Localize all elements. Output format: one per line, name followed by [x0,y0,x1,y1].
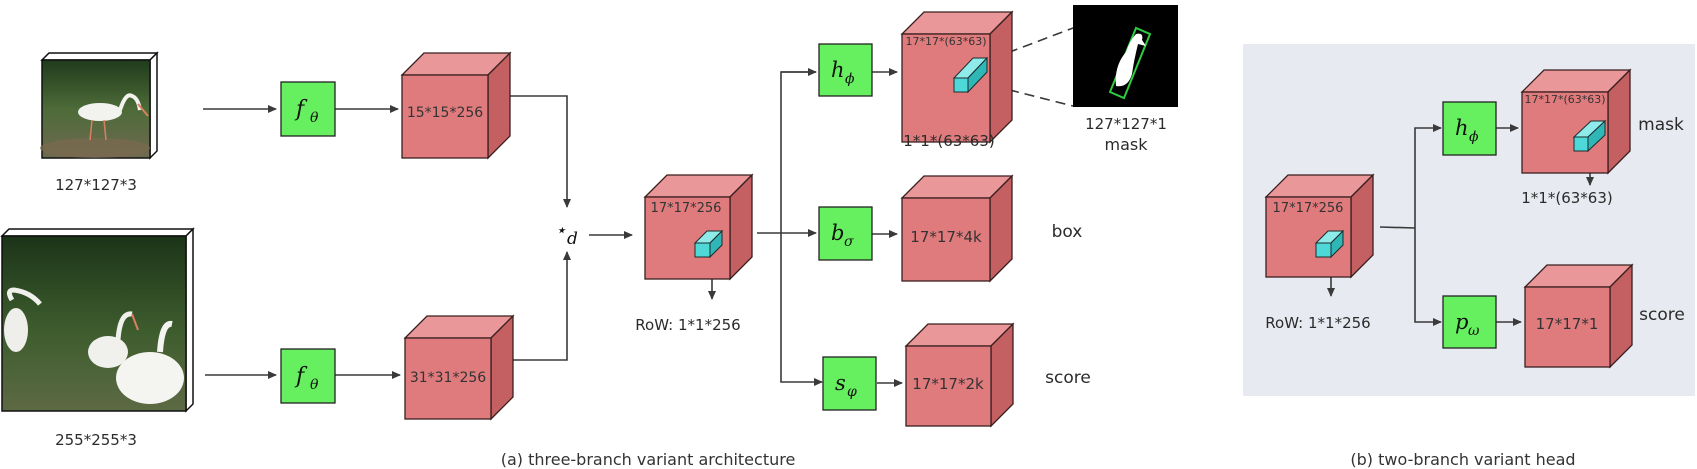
svg-text:⋆: ⋆ [555,220,566,241]
mask-output-label: mask [1105,135,1149,154]
score-label-a: score [1045,368,1091,388]
svg-text:h: h [831,58,845,82]
svg-text:σ: σ [844,234,854,250]
score-cube-a: 17*17*2k [904,322,1015,428]
svg-text:17*17*(63*63): 17*17*(63*63) [905,35,986,48]
row-label-a: RoW: 1*1*256 [635,316,740,334]
mask-output-size: 127*127*1 [1085,115,1167,133]
svg-text:17*17*4k: 17*17*4k [910,228,982,246]
f-theta-bottom-block: f θ [280,348,336,404]
svg-text:p: p [1455,310,1468,334]
box-cube: 17*17*4k [900,174,1014,283]
box-label: box [1052,222,1083,242]
h-phi-block-b: h ϕ [1442,101,1497,156]
exemplar-size-label: 127*127*3 [55,176,137,194]
row-vector-b [1314,229,1345,259]
caption-b: (b) two-branch variant head [1350,450,1575,469]
feature-cube-31x31: 31*31*256 [403,314,515,421]
score-label-b: score [1639,305,1685,325]
svg-text:s: s [835,371,846,395]
s-varphi-block: s φ [822,356,877,411]
mask-vector-label-a: 1*1*(63*63) [903,132,994,150]
mask-cube-b: 17*17*(63*63) [1520,68,1632,175]
b-sigma-block: b σ [818,206,873,261]
mask-label-b: mask [1638,115,1684,135]
svg-text:ω: ω [1468,323,1480,339]
svg-text:17*17*2k: 17*17*2k [912,375,984,393]
svg-text:b: b [831,221,844,245]
svg-text:17*17*256: 17*17*256 [651,201,722,216]
exemplar-image [40,51,159,160]
svg-text:15*15*256: 15*15*256 [407,105,483,121]
svg-text:17*17*256: 17*17*256 [1273,201,1344,216]
svg-text:θ: θ [310,110,319,126]
svg-text:φ: φ [847,384,857,400]
score-cube-b: 17*17*1 [1523,263,1634,369]
mask-vector-label-b: 1*1*(63*63) [1521,189,1612,207]
response-cube-b: 17*17*256 [1264,173,1375,279]
f-theta-top-block: f θ [280,81,336,137]
h-phi-block: h ϕ [818,43,873,97]
depthwise-correlation-symbol: ⋆ d [555,220,578,249]
mask-cube-a: 17*17*(63*63) [900,10,1014,144]
feature-cube-15x15: 15*15*256 [400,51,512,160]
row-label-b: RoW: 1*1*256 [1265,314,1370,332]
mask-row-vector-b [1572,119,1607,153]
row-vector [693,229,724,259]
svg-text:h: h [1455,116,1469,140]
svg-text:31*31*256: 31*31*256 [410,370,486,386]
svg-text:17*17*1: 17*17*1 [1536,315,1599,333]
svg-text:θ: θ [310,377,319,393]
search-image [0,227,195,413]
svg-text:d: d [567,229,578,249]
mask-output-image [1073,5,1178,107]
svg-text:ϕ: ϕ [1469,129,1479,145]
mask-row-vector [952,56,989,94]
search-size-label: 255*255*3 [55,431,137,449]
response-cube-a: 17*17*256 [643,173,754,281]
p-omega-block: p ω [1442,295,1497,349]
svg-text:17*17*(63*63): 17*17*(63*63) [1524,93,1605,106]
caption-a: (a) three-branch variant architecture [501,450,796,469]
svg-text:ϕ: ϕ [845,71,855,87]
